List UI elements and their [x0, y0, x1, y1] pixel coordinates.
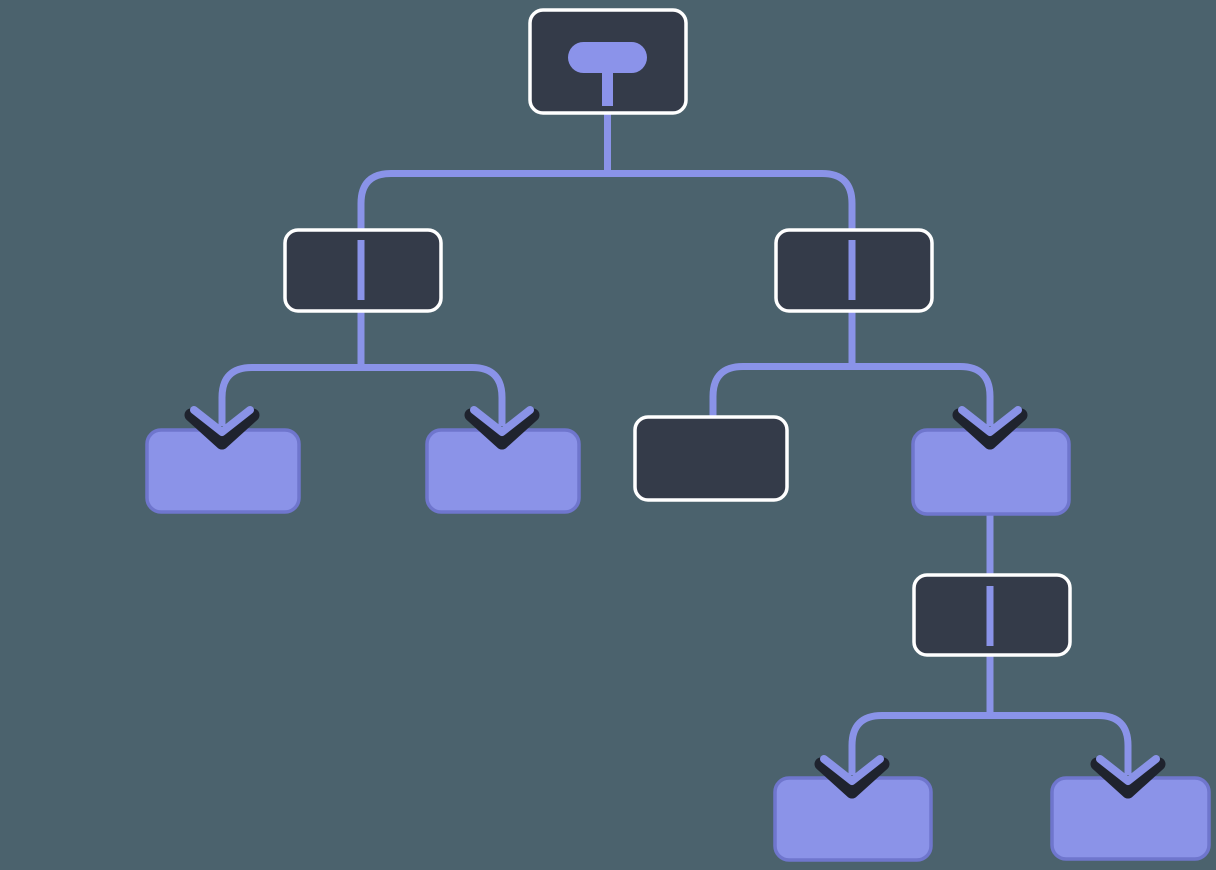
connector-top-split — [357, 170, 856, 371]
arrowhead-purple-chevron-icon — [820, 755, 884, 785]
arrowhead-icon — [1090, 755, 1166, 799]
node-plain-box[interactable] — [633, 415, 789, 502]
node-branch-lower[interactable] — [912, 573, 1072, 657]
connector-left-split — [218, 364, 506, 426]
arrowhead-purple-chevron-icon — [958, 406, 1022, 436]
arrowhead-icon — [952, 406, 1028, 450]
connector-bottom-split — [848, 712, 1132, 775]
node-branch-right[interactable] — [774, 228, 934, 313]
arrowhead-icon — [464, 406, 540, 450]
arrowhead-icon — [814, 755, 890, 799]
arrowhead-dark-chevron-icon — [464, 408, 540, 450]
root-pill-icon — [568, 42, 647, 73]
arrowhead-icon — [184, 406, 260, 450]
arrowhead-dark-chevron-icon — [184, 408, 260, 450]
node-branch-left[interactable] — [283, 228, 443, 313]
node-root[interactable] — [528, 8, 688, 115]
arrowhead-purple-chevron-icon — [1096, 755, 1160, 785]
leaf-nodes — [145, 428, 1211, 862]
node-plain[interactable] — [633, 415, 789, 502]
dark-nodes — [283, 8, 1072, 657]
arrowhead-purple-chevron-icon — [470, 406, 534, 436]
arrowhead-dark-chevron-icon — [814, 757, 890, 799]
connectors — [218, 98, 1132, 775]
root-pill-stem-icon — [602, 70, 613, 106]
arrowhead-dark-chevron-icon — [1090, 757, 1166, 799]
arrowheads — [184, 406, 1166, 799]
arrowhead-purple-chevron-icon — [190, 406, 254, 436]
connector-right-split — [709, 363, 994, 426]
arrowhead-dark-chevron-icon — [952, 408, 1028, 450]
